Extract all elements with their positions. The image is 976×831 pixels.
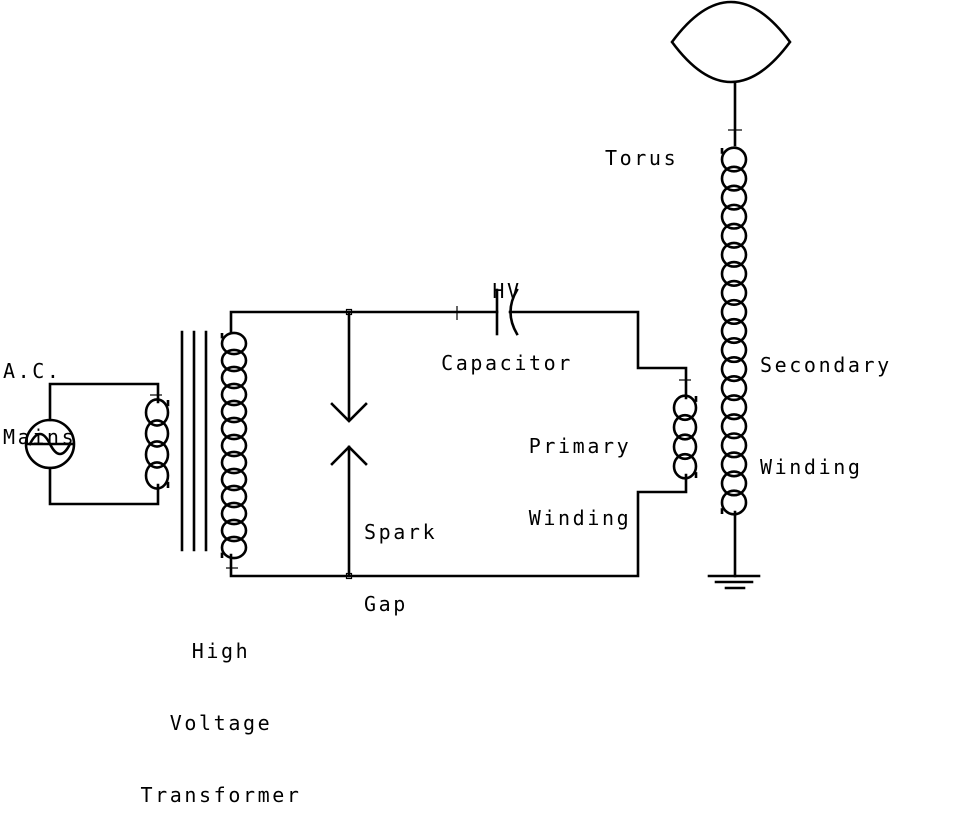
coil-loop [720, 184, 748, 211]
secondary-winding-label: Secondary Winding [760, 353, 892, 479]
transformer-core [180, 330, 208, 552]
torus-label: Torus [605, 146, 679, 170]
spark-gap-icon [330, 308, 368, 580]
torus-shape [670, 0, 792, 84]
coil-loop [220, 416, 248, 441]
coil-loop [220, 535, 248, 560]
coil-loop [144, 419, 170, 448]
primary-winding-label: Primary Winding [528, 434, 632, 530]
ac-mains-wire-top [48, 382, 160, 422]
ground-icon [707, 574, 761, 590]
coil-loop [220, 331, 248, 356]
hv-capacitor-label: HV Capacitor [441, 279, 573, 375]
primary-return-wire [229, 473, 688, 578]
coil-loop [220, 433, 248, 458]
coil-loop [672, 413, 698, 441]
coil-loop [220, 518, 248, 543]
coil-loop [720, 203, 748, 230]
coil-loop [220, 450, 248, 475]
transformer-secondary-coil [220, 331, 248, 560]
coil-loop [720, 413, 748, 440]
coil-loop [720, 260, 748, 287]
coil-loop [144, 440, 170, 469]
capacitor-to-primary-wire [508, 310, 688, 400]
coil-loop [144, 461, 170, 490]
coil-loop [720, 298, 748, 326]
coil-loop [220, 348, 248, 373]
coil-loop [220, 365, 248, 390]
top-wire [229, 310, 499, 335]
coil-loop [720, 432, 748, 459]
coil-loop [720, 451, 748, 478]
coil-loop [720, 394, 748, 421]
coil-loop [720, 470, 748, 497]
coil-loop [720, 241, 748, 268]
coil-loop [720, 146, 748, 173]
ac-mains-wire-bottom [48, 466, 160, 506]
coil-loop [220, 501, 248, 526]
coil-loop [672, 394, 698, 422]
coil-loop [720, 336, 748, 364]
coil-loop [220, 484, 248, 509]
coil-loop [220, 467, 248, 492]
coil-loop [144, 398, 170, 427]
coil-loop [672, 433, 698, 461]
coil-loop [720, 317, 748, 345]
tesla-coil-schematic [24, 0, 792, 590]
transformer-primary-coil [144, 398, 170, 490]
ac-mains-label: A.C. Mains [3, 359, 77, 449]
coil-loop [220, 382, 248, 407]
coil-loop [220, 399, 248, 424]
coil-loop [720, 279, 748, 307]
coil-loop [720, 222, 748, 249]
coil-loop [720, 355, 748, 383]
coil-loop [720, 375, 748, 402]
coil-loop [720, 165, 748, 192]
primary-winding-coil [672, 394, 698, 480]
high-voltage-transformer-label: High Voltage Transformer [140, 639, 302, 807]
secondary-winding-coil [720, 146, 748, 516]
spark-gap-label: Spark Gap [364, 520, 438, 616]
